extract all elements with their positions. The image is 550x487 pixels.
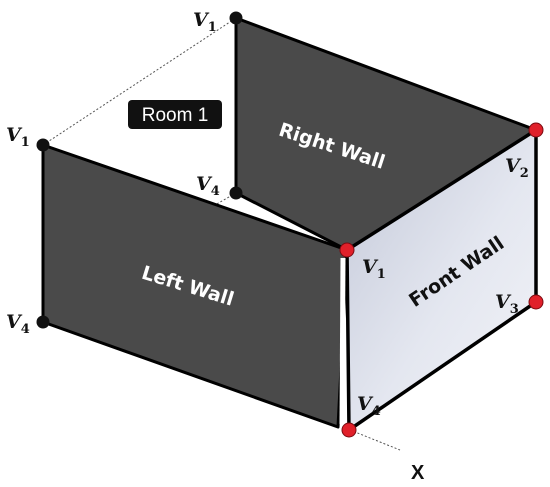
vertex-left-v1-label: V1: [6, 124, 30, 150]
room-badge: Room 1: [128, 100, 222, 129]
x-axis-label: X: [411, 462, 425, 484]
vertex-right-v1-dot: [229, 11, 243, 25]
vertex-front-v4-label: V4: [357, 393, 381, 419]
vertex-front-v3-label: V3: [495, 291, 519, 317]
vertex-left-v4-label: V4: [6, 311, 30, 337]
vertex-left-v4-dot: [36, 315, 50, 329]
room-badge-label: Room 1: [142, 105, 209, 126]
vertex-front-v2-label: V2: [505, 155, 529, 181]
left-wall: [41, 143, 349, 429]
wall-gap: [339, 257, 346, 425]
vertex-front-v1-label: V1: [362, 256, 386, 282]
vertex-right-v4-label: V4: [196, 173, 220, 199]
vertex-front-v4-dot: [341, 422, 357, 438]
vertex-left-v1-dot: [36, 138, 50, 152]
guide-top-edge: [42, 17, 237, 146]
vertex-front-v2-dot: [528, 122, 544, 138]
vertex-front-v1-dot: [339, 242, 355, 258]
vertex-front-v3-dot: [528, 294, 544, 310]
vertex-right-v1-label: V1: [193, 9, 217, 35]
vertex-right-v4-dot: [229, 186, 243, 200]
guide-x-axis: [349, 429, 401, 451]
room-badge-bg: [128, 100, 222, 129]
